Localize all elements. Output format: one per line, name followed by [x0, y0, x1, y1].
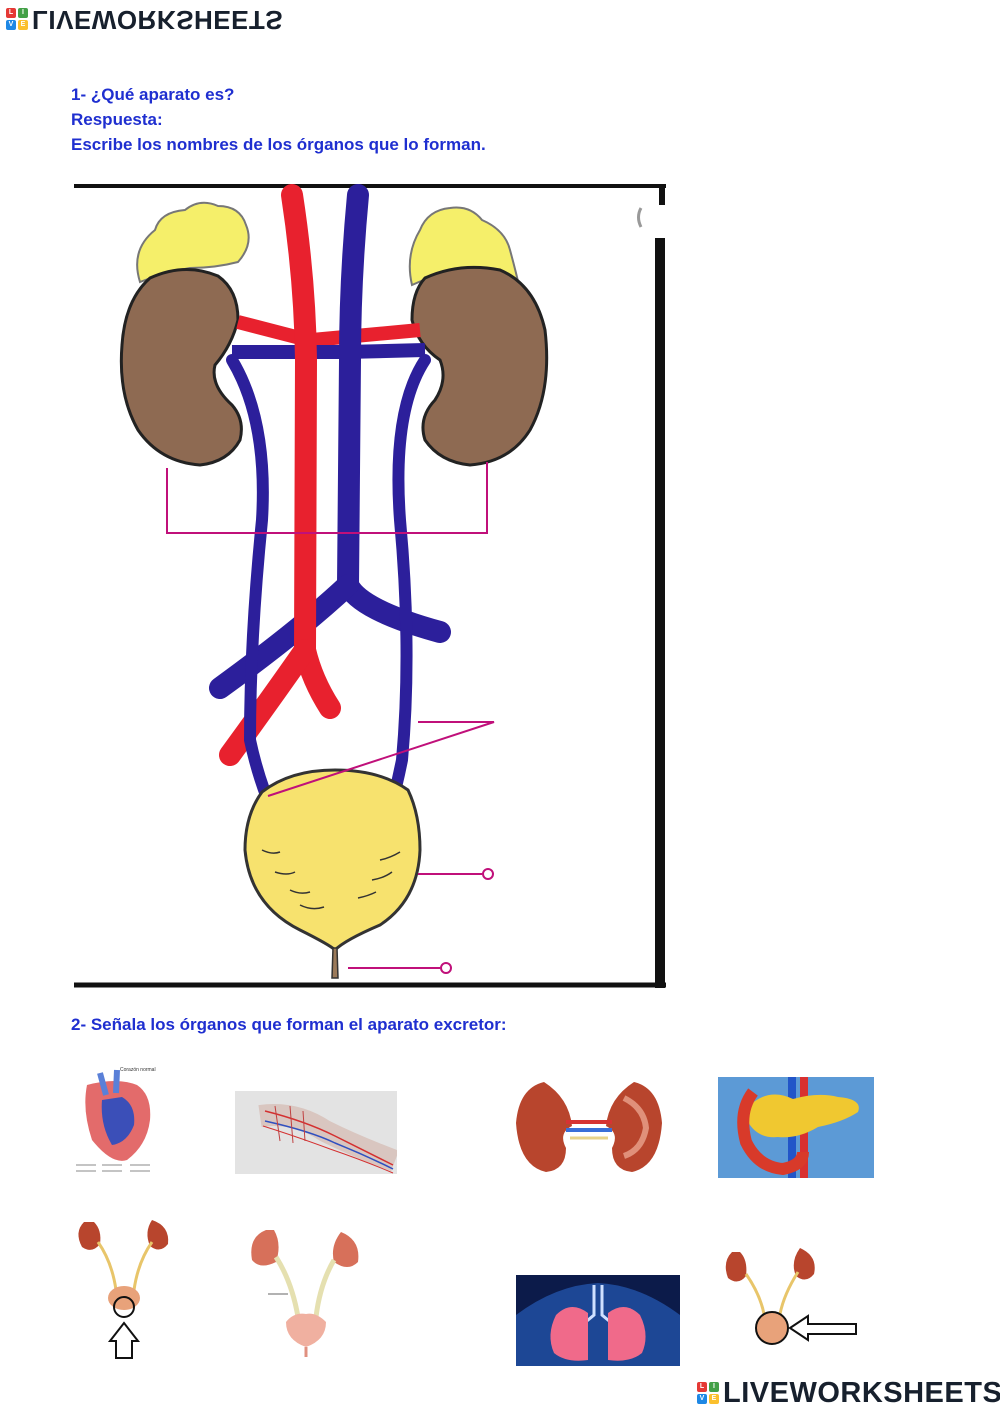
logo-cube: I: [709, 1382, 719, 1392]
kidneys-option[interactable]: [514, 1078, 664, 1176]
kidneys-icon: [516, 1082, 662, 1172]
bottom-logo-wordmark: LIVEWORKSHEETS: [723, 1376, 1000, 1409]
lungs-icon: [516, 1283, 680, 1366]
urethra: [331, 947, 339, 979]
question-1-block: 1- ¿Qué aparato es? Respuesta: Escribe l…: [71, 82, 486, 157]
logo-cubes-icon: L I V E: [6, 8, 28, 30]
diagram-frame: [74, 184, 666, 988]
left-kidney: [119, 267, 243, 467]
hand-blood-vessels-icon: [258, 1104, 397, 1174]
answer-label: Respuesta:: [71, 110, 163, 129]
question-2-title: 2- Señala los órganos que forman el apar…: [71, 1015, 507, 1034]
logo-cube: V: [6, 20, 16, 30]
urinary-bladder-arrow-option[interactable]: [72, 1212, 182, 1362]
left-adrenal-gland: [136, 201, 250, 284]
logo-cube: E: [18, 20, 28, 30]
top-logo: L I V E LIVEWORKSHEETS: [6, 4, 283, 35]
question-1-title: 1- ¿Qué aparato es?: [71, 85, 235, 104]
urinary-system-option[interactable]: [246, 1222, 371, 1362]
urinary-system-icon: [251, 1230, 359, 1357]
label-lines: [166, 462, 495, 974]
logo-cube: V: [697, 1394, 707, 1404]
logo-cube: E: [709, 1394, 719, 1404]
urinary-bladder-arrow-option-2[interactable]: [720, 1242, 860, 1352]
pancreas-icon: [737, 1077, 859, 1178]
bladder: [243, 768, 422, 953]
heart-option[interactable]: Corazón normal: [72, 1065, 162, 1180]
urinary-system-bladder-icon: [78, 1220, 169, 1359]
pancreas-option[interactable]: [718, 1077, 874, 1178]
logo-cubes-icon: L I V E: [697, 1382, 719, 1404]
heart-caption: Corazón normal: [120, 1067, 156, 1073]
aorta: [219, 184, 341, 766]
renal-vessels: [232, 315, 426, 359]
logo-cube: L: [697, 1382, 707, 1392]
logo-cube: L: [6, 8, 16, 18]
urinary-system-diagram: [74, 184, 666, 988]
urinary-system-arrow-icon: [725, 1248, 857, 1345]
question-1-instruction: Escribe los nombres de los órganos que l…: [71, 135, 486, 154]
bladder-texture: [261, 849, 401, 910]
bottom-logo: L I V E LIVEWORKSHEETS: [697, 1376, 1000, 1410]
logo-cube: I: [18, 8, 28, 18]
lungs-option[interactable]: [516, 1275, 680, 1366]
heart-diagram-icon: [76, 1069, 151, 1172]
hand-vessels-option[interactable]: [235, 1091, 397, 1174]
vena-cava: [209, 184, 451, 699]
right-kidney: [410, 265, 549, 467]
